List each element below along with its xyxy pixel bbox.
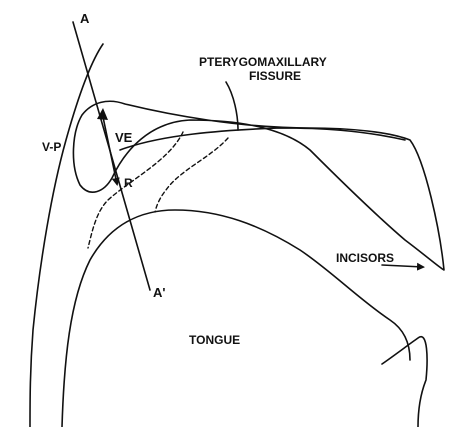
label-fissure: FISSURE	[249, 69, 301, 83]
dashed-contour-2	[155, 138, 228, 212]
label-tongue: TONGUE	[189, 333, 240, 347]
tongue-dorsum-curve	[62, 210, 410, 427]
pharyngeal-wall-curve	[30, 44, 103, 427]
label-vp: V-P	[42, 140, 61, 154]
ve-r-arrow	[103, 117, 117, 184]
label-a: A	[80, 11, 90, 26]
incisors-arrow	[382, 265, 423, 267]
velum-inner-contour	[120, 128, 405, 150]
label-ve: VE	[115, 130, 133, 145]
lip-contour	[382, 337, 427, 427]
label-a-prime: A'	[153, 285, 165, 300]
label-r: R	[124, 176, 133, 190]
label-pterygomaxillary: PTERYGOMAXILLARY	[199, 55, 327, 69]
label-incisors: INCISORS	[336, 251, 394, 265]
